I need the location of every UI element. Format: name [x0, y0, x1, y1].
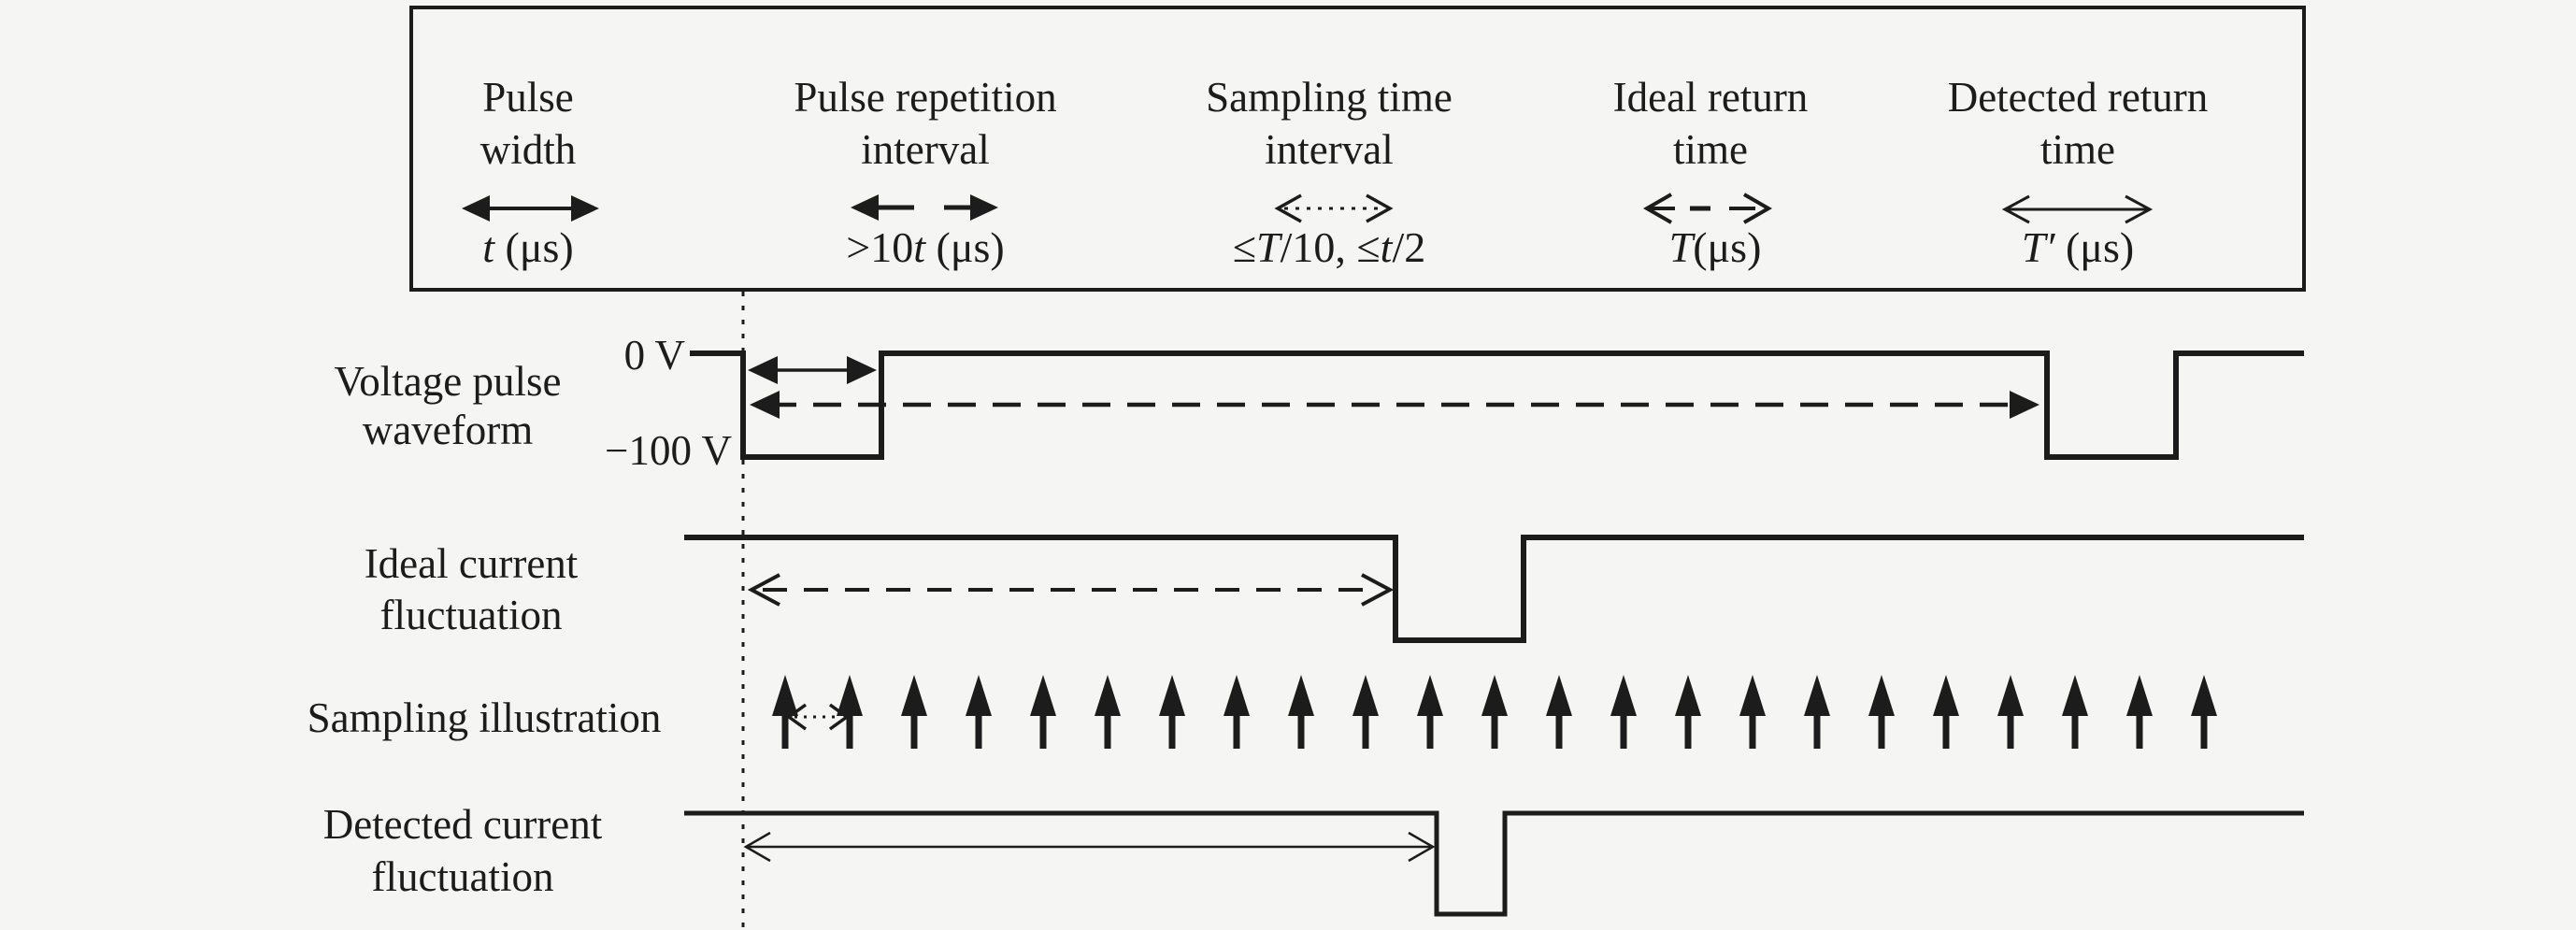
ideal-row-label-line1: Ideal current — [364, 540, 579, 587]
dashed-double-arrow-icon — [1642, 193, 1773, 224]
sampling-arrow-icon — [1933, 675, 1959, 749]
ideal-return-time-arrow — [747, 573, 1395, 607]
sampling-arrow-icon — [2126, 675, 2153, 749]
legend-title-sampling-line1: Sampling time — [1206, 74, 1453, 121]
legend-title-repetition-line1: Pulse repetition — [794, 74, 1057, 121]
sampling-arrow-icon — [837, 675, 863, 749]
legend-title-detected-return-line2: time — [2040, 126, 2115, 173]
dotted-double-arrow-icon — [1274, 193, 1394, 223]
legend-formula-sampling: ≤T/10, ≤t/2 — [1232, 223, 1426, 271]
detected-return-time-arrow — [743, 831, 1436, 863]
sampling-arrow-icon — [1739, 675, 1766, 749]
sampling-arrow-icon — [1159, 675, 1185, 749]
zero-volt-label: 0 V — [623, 332, 685, 379]
detected-row-label-line2: fluctuation — [371, 853, 554, 900]
sampling-arrow-icon — [1997, 675, 2024, 749]
pulse-width-arrow — [748, 356, 877, 384]
sampling-arrow-icon — [2062, 675, 2088, 749]
sampling-arrow-icon — [1610, 675, 1637, 749]
legend-formula-ideal-return: T(μs) — [1668, 223, 1762, 271]
minus-100v-label: −100 V — [605, 427, 732, 474]
split-outward-arrows-icon — [851, 194, 998, 221]
legend-title-repetition-line2: interval — [861, 126, 990, 173]
sampling-interval-arrow — [786, 703, 850, 731]
ideal-current-line — [684, 535, 2304, 643]
sampling-arrow-icon — [1804, 675, 1830, 749]
sampling-arrows-group — [772, 675, 2217, 749]
sampling-arrow-icon — [1288, 675, 1314, 749]
detected-current-line — [684, 810, 2304, 917]
voltage-row-label-line2: waveform — [362, 407, 534, 453]
solid-double-arrow-icon — [462, 195, 599, 222]
sampling-row-label: Sampling illustration — [307, 694, 662, 741]
legend-title-ideal-return-line2: time — [1673, 126, 1748, 173]
sampling-arrow-icon — [1224, 675, 1250, 749]
legend-title-ideal-return-line1: Ideal return — [1612, 74, 1809, 121]
sampling-arrow-icon — [901, 675, 927, 749]
sampling-arrow-icon — [772, 675, 798, 749]
pulse-repetition-interval-arrow — [750, 391, 2039, 419]
sampling-arrow-icon — [1030, 675, 1056, 749]
legend-formula-repetition: >10t (μs) — [846, 223, 1005, 271]
voltage-waveform-line — [690, 351, 2304, 460]
sampling-arrow-icon — [1546, 675, 1572, 749]
detected-row-label-line1: Detected current — [322, 801, 603, 848]
legend-box — [409, 6, 2306, 292]
legend-title-pulse-width-line2: width — [479, 126, 577, 173]
sampling-arrow-icon — [2191, 675, 2217, 749]
thin-solid-double-arrow-icon — [2001, 194, 2154, 224]
sampling-arrow-icon — [1675, 675, 1701, 749]
ideal-row-label-line2: fluctuation — [379, 592, 563, 638]
legend-title-pulse-width-line1: Pulse — [482, 74, 574, 121]
sampling-arrow-icon — [1481, 675, 1508, 749]
legend-formula-detected-return: T′ (μs) — [2021, 223, 2135, 271]
sampling-arrow-icon — [1352, 675, 1379, 749]
sampling-arrow-icon — [1868, 675, 1895, 749]
legend-title-sampling-line2: interval — [1265, 126, 1394, 173]
legend-title-detected-return-line1: Detected return — [1947, 74, 2209, 121]
sampling-arrow-icon — [1095, 675, 1121, 749]
voltage-row-label-line1: Voltage pulse — [334, 358, 562, 405]
legend-formula-pulse-width: t (μs) — [482, 223, 574, 271]
sampling-arrow-icon — [966, 675, 992, 749]
sampling-arrow-icon — [1417, 675, 1443, 749]
